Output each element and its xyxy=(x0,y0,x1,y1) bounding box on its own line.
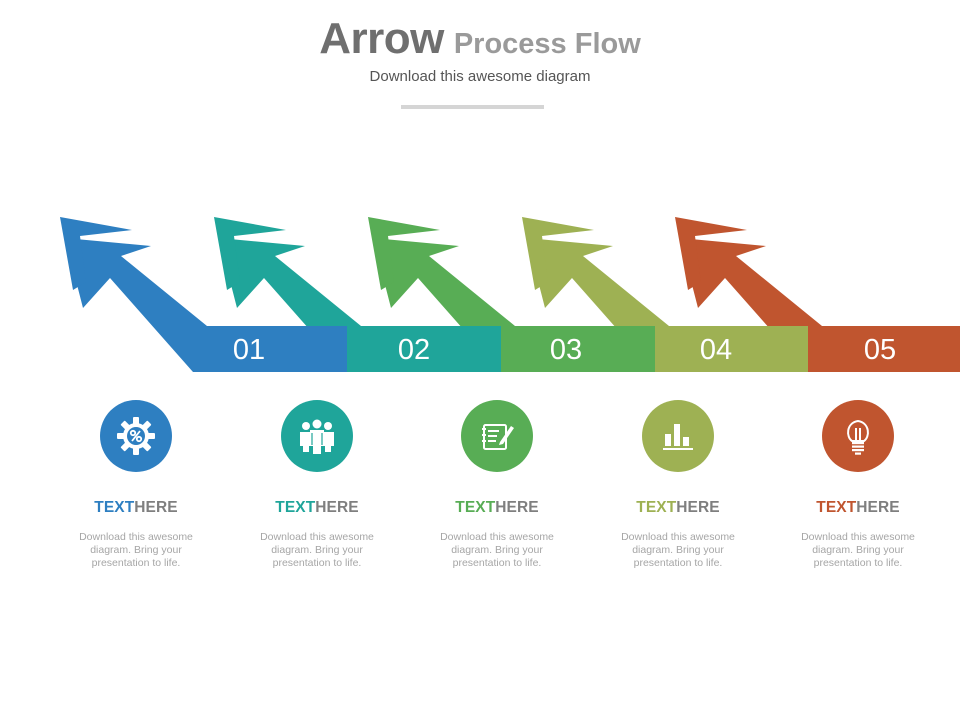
step-icon-circle-03 xyxy=(461,400,533,472)
title-main: Arrow xyxy=(319,14,444,63)
title-divider xyxy=(401,105,544,109)
gear-percent-icon xyxy=(117,417,155,455)
arrow-step-01: 01 xyxy=(60,217,347,372)
step-description-02: Download this awesome diagram. Bring you… xyxy=(260,531,374,569)
arrow-band-03 xyxy=(373,238,655,372)
step-heading-01: TEXTHERE xyxy=(94,499,178,516)
arrow-chevron-03 xyxy=(368,217,440,290)
subtitle: Download this awesome diagram xyxy=(369,68,591,85)
step-description-04: Download this awesome diagram. Bring you… xyxy=(621,531,735,569)
step-icon-circle-05 xyxy=(822,400,894,472)
step-icon-circle-04 xyxy=(642,400,714,472)
arrow-band-02 xyxy=(219,238,501,372)
step-description-01: Download this awesome diagram. Bring you… xyxy=(79,531,193,569)
arrow-step-05: 05 xyxy=(675,217,960,372)
arrow-chevron-05 xyxy=(675,217,747,290)
step-number-02: 02 xyxy=(398,334,430,366)
step-card-04: TEXTHERE Download this awesome diagram. … xyxy=(588,400,768,570)
arrow-band-01 xyxy=(65,238,347,372)
title-block: Arrow Process Flow Download this awesome … xyxy=(0,14,960,85)
arrow-step-03: 03 xyxy=(368,217,655,372)
page-title: Arrow Process Flow xyxy=(0,14,960,64)
step-icon-circle-02 xyxy=(281,400,353,472)
arrow-chevron-02 xyxy=(214,217,286,290)
notepad-pen-icon xyxy=(482,424,514,450)
arrow-flow: 05 04 03 02 01 xyxy=(60,217,960,372)
step-heading-05: TEXTHERE xyxy=(816,499,900,516)
step-number-01: 01 xyxy=(233,334,265,366)
arrow-step-04: 04 xyxy=(522,217,808,372)
step-heading-04: TEXTHERE xyxy=(636,499,720,516)
step-number-05: 05 xyxy=(864,334,896,366)
step-card-03: TEXTHERE Download this awesome diagram. … xyxy=(407,400,587,570)
arrow-step-02: 02 xyxy=(214,217,501,372)
team-icon xyxy=(300,419,334,454)
light-bulb-icon xyxy=(847,419,869,455)
step-number-04: 04 xyxy=(700,334,732,366)
step-description-03: Download this awesome diagram. Bring you… xyxy=(440,531,554,569)
step-card-05: TEXTHERE Download this awesome diagram. … xyxy=(768,400,948,570)
arrow-band-04 xyxy=(527,238,808,372)
title-sub: Process Flow xyxy=(453,28,641,60)
bar-chart-icon xyxy=(663,424,693,450)
step-icon-circle-01 xyxy=(100,400,172,472)
arrow-band-05 xyxy=(680,238,960,372)
step-number-03: 03 xyxy=(550,334,582,366)
step-card-02: TEXTHERE Download this awesome diagram. … xyxy=(227,400,407,570)
arrow-chevron-04 xyxy=(522,217,594,290)
step-heading-03: TEXTHERE xyxy=(455,499,539,516)
step-heading-02: TEXTHERE xyxy=(275,499,359,516)
step-description-05: Download this awesome diagram. Bring you… xyxy=(801,531,915,569)
arrow-chevron-01 xyxy=(60,217,132,290)
step-card-01: TEXTHERE Download this awesome diagram. … xyxy=(46,400,226,570)
